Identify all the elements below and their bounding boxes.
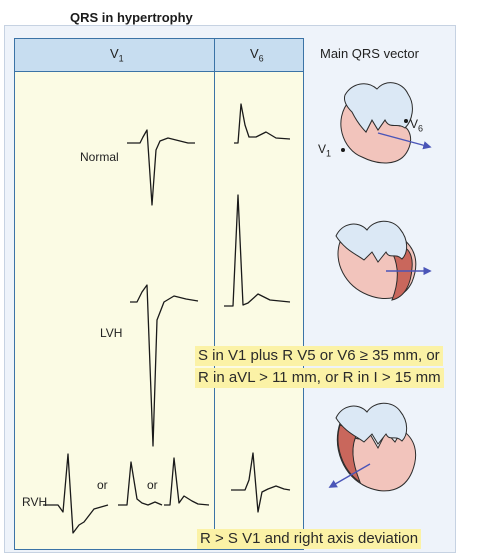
ecg-trace-rvh-v6 [231,452,291,513]
v6-letter: V [250,46,259,61]
v1-subscript: 1 [118,53,124,64]
row-label-normal: Normal [80,150,119,164]
row-label-rvh: RVH [22,495,48,509]
electrode-v6-letter: V [410,117,419,131]
column-v6-label: V6 [250,46,264,64]
rvh-criteria: R > S V1 and right axis deviation [197,529,422,549]
or-label-2: or [147,478,158,492]
ecg-trace-rvh-v1c [164,457,210,506]
column-v1-label: V1 [110,46,124,64]
ecg-columns [14,38,304,550]
heart-normal-icon [340,82,432,164]
ecg-trace-normal-v1 [127,129,195,206]
ecg-trace-normal-v6 [234,103,291,144]
heart-rvh-icon [328,402,417,492]
column-vector-label: Main QRS vector [320,46,419,61]
row-label-lvh: LVH [100,326,123,340]
v1-letter: V [110,46,119,61]
figure-title: QRS in hypertrophy [70,10,193,25]
electrode-v1-letter: V [318,142,327,156]
v6-subscript: 6 [258,53,264,64]
ecg-trace-rvh-v1a [43,453,109,534]
column-header [14,38,304,72]
electrode-v1-label: V1 [318,142,331,158]
ecg-trace-lvh-v6 [224,194,291,307]
column-divider [214,38,215,550]
ecg-trace-lvh-v1 [130,284,199,447]
electrode-v6-label: V6 [410,117,423,133]
electrode-v6-subscript: 6 [418,123,424,134]
electrode-v1-subscript: 1 [326,148,332,159]
heart-lvh-icon [335,220,432,301]
ecg-trace-rvh-v1b [118,461,163,506]
or-label-1: or [97,478,108,492]
lvh-criteria-line-1: S in V1 plus R V5 or V6 ≥ 35 mm, or [195,346,443,366]
lvh-criteria-line-2: R in aVL > 11 mm, or R in I > 15 mm [195,368,444,388]
